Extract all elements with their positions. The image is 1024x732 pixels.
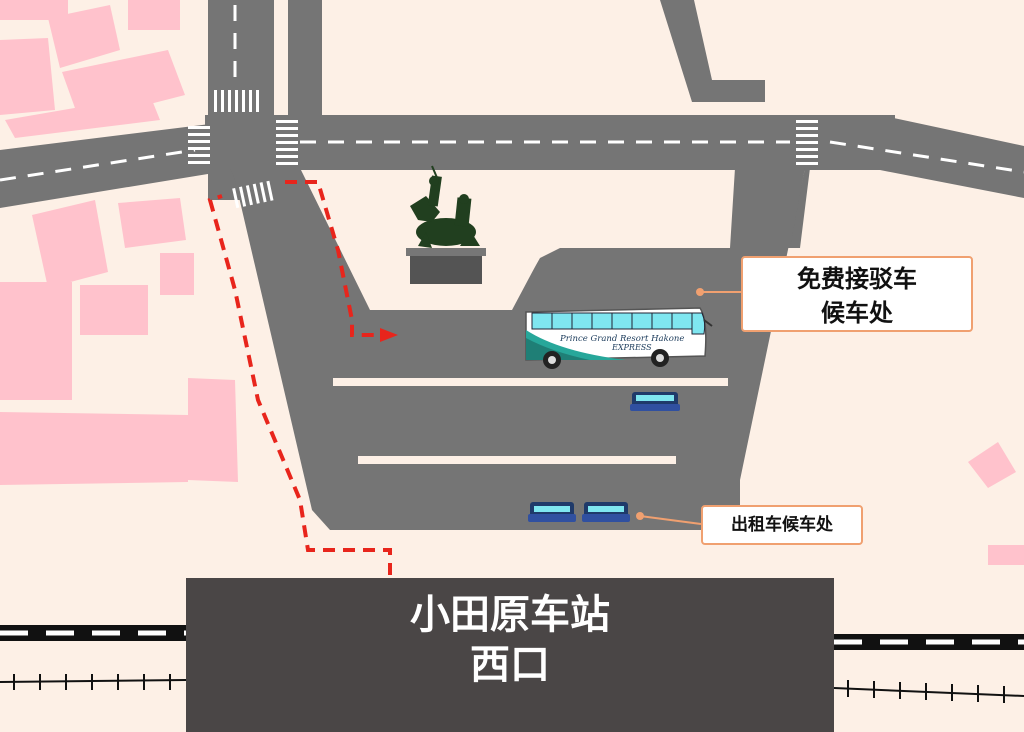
building: [0, 412, 188, 485]
building: [0, 0, 68, 20]
lane-divider-1: [333, 378, 728, 386]
building: [988, 545, 1024, 565]
building: [160, 253, 194, 295]
taxi-near-bus: [630, 392, 680, 411]
crosswalk-west: [188, 126, 210, 164]
crosswalk-north: [214, 90, 259, 112]
bus-service-text: EXPRESS: [611, 343, 652, 352]
building: [188, 378, 238, 482]
route-arrow: [380, 328, 398, 342]
buildings: [0, 0, 1024, 565]
monument-base: [410, 256, 482, 284]
taxi-stop-label: 出租车候车处: [701, 505, 863, 545]
crosswalk-south: [232, 180, 274, 209]
crosswalk-east: [796, 120, 818, 165]
shuttle-bus: Prince Grand Resort Hakone EXPRESS: [525, 307, 713, 369]
building: [0, 282, 72, 400]
crosswalk-mid: [276, 120, 298, 165]
building: [0, 38, 55, 115]
building: [32, 200, 108, 288]
building: [48, 5, 120, 68]
bus-brand-text: Prince Grand Resort Hakone: [559, 334, 684, 344]
station-name: 小田原车站: [410, 591, 610, 638]
building: [80, 285, 148, 335]
crosswalks: [188, 90, 818, 209]
label-leaders: [636, 288, 741, 525]
road-east: [880, 115, 1024, 198]
road-north-vertical-2: [288, 0, 322, 125]
route-to-station: [207, 194, 392, 575]
road-west: [0, 124, 220, 208]
walking-route: [207, 180, 392, 575]
route-to-bus: [285, 180, 385, 337]
railway: [0, 625, 1024, 703]
monument-statue: [406, 165, 486, 284]
monument-base-top: [406, 248, 486, 256]
building: [5, 95, 160, 138]
building: [118, 198, 186, 248]
bus-stop-label-line2: 候车处: [821, 299, 893, 327]
road-markings: [0, 5, 1024, 182]
lane-divider-2: [358, 456, 676, 464]
bus-stop-label: 免费接驳车 候车处: [741, 256, 973, 332]
plaza-east: [730, 168, 805, 248]
station-exit: 西口: [470, 641, 550, 688]
taxi-rank-2: [582, 502, 630, 522]
building: [968, 442, 1016, 488]
building: [128, 0, 180, 30]
station-building: 小田原车站 西口: [186, 578, 834, 732]
taxi-rank-1: [528, 502, 576, 522]
bus-stop-label-line1: 免费接驳车: [797, 265, 917, 293]
plaza: [230, 168, 810, 530]
building: [62, 50, 185, 122]
road-north-diagonal: [660, 0, 765, 102]
